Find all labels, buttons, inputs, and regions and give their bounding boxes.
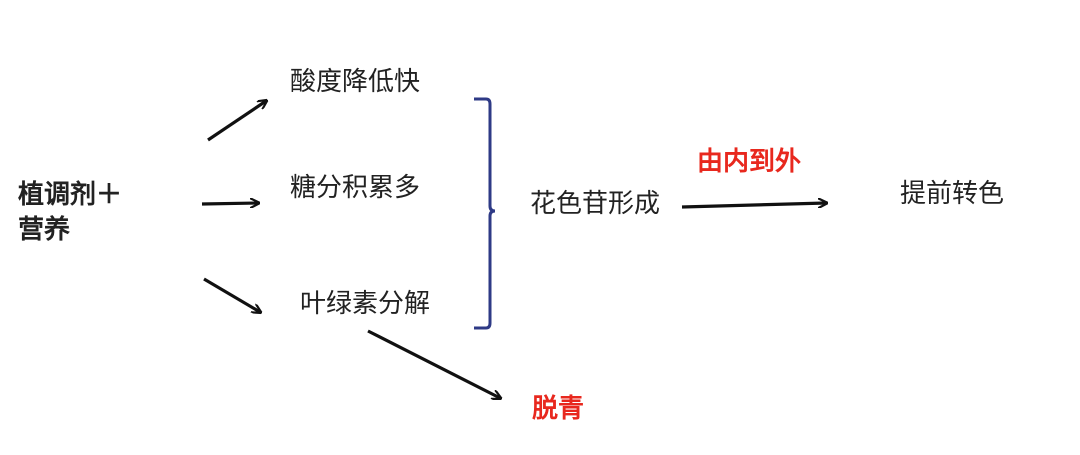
arrow-to-result <box>681 203 826 209</box>
direction-label: 由内到外 <box>697 147 802 177</box>
arrow-to-acidity <box>207 101 266 142</box>
input-label-line1: 植调剂＋ <box>18 180 123 210</box>
input-label-line2: 营养 <box>18 215 71 245</box>
result-label: 提前转色 <box>900 179 1005 209</box>
arrow-to-degreening <box>367 329 500 398</box>
arrow-to-chlorophyll <box>203 277 260 312</box>
anthocyanin-label: 花色苷形成 <box>530 189 661 219</box>
effect-sugar: 糖分积累多 <box>290 173 421 203</box>
arrow-to-sugar <box>201 203 258 204</box>
effect-chlorophyll: 叶绿素分解 <box>300 289 431 319</box>
effect-acidity: 酸度降低快 <box>290 67 421 97</box>
right-brace <box>474 97 496 330</box>
degreening-label: 脱青 <box>532 394 585 424</box>
